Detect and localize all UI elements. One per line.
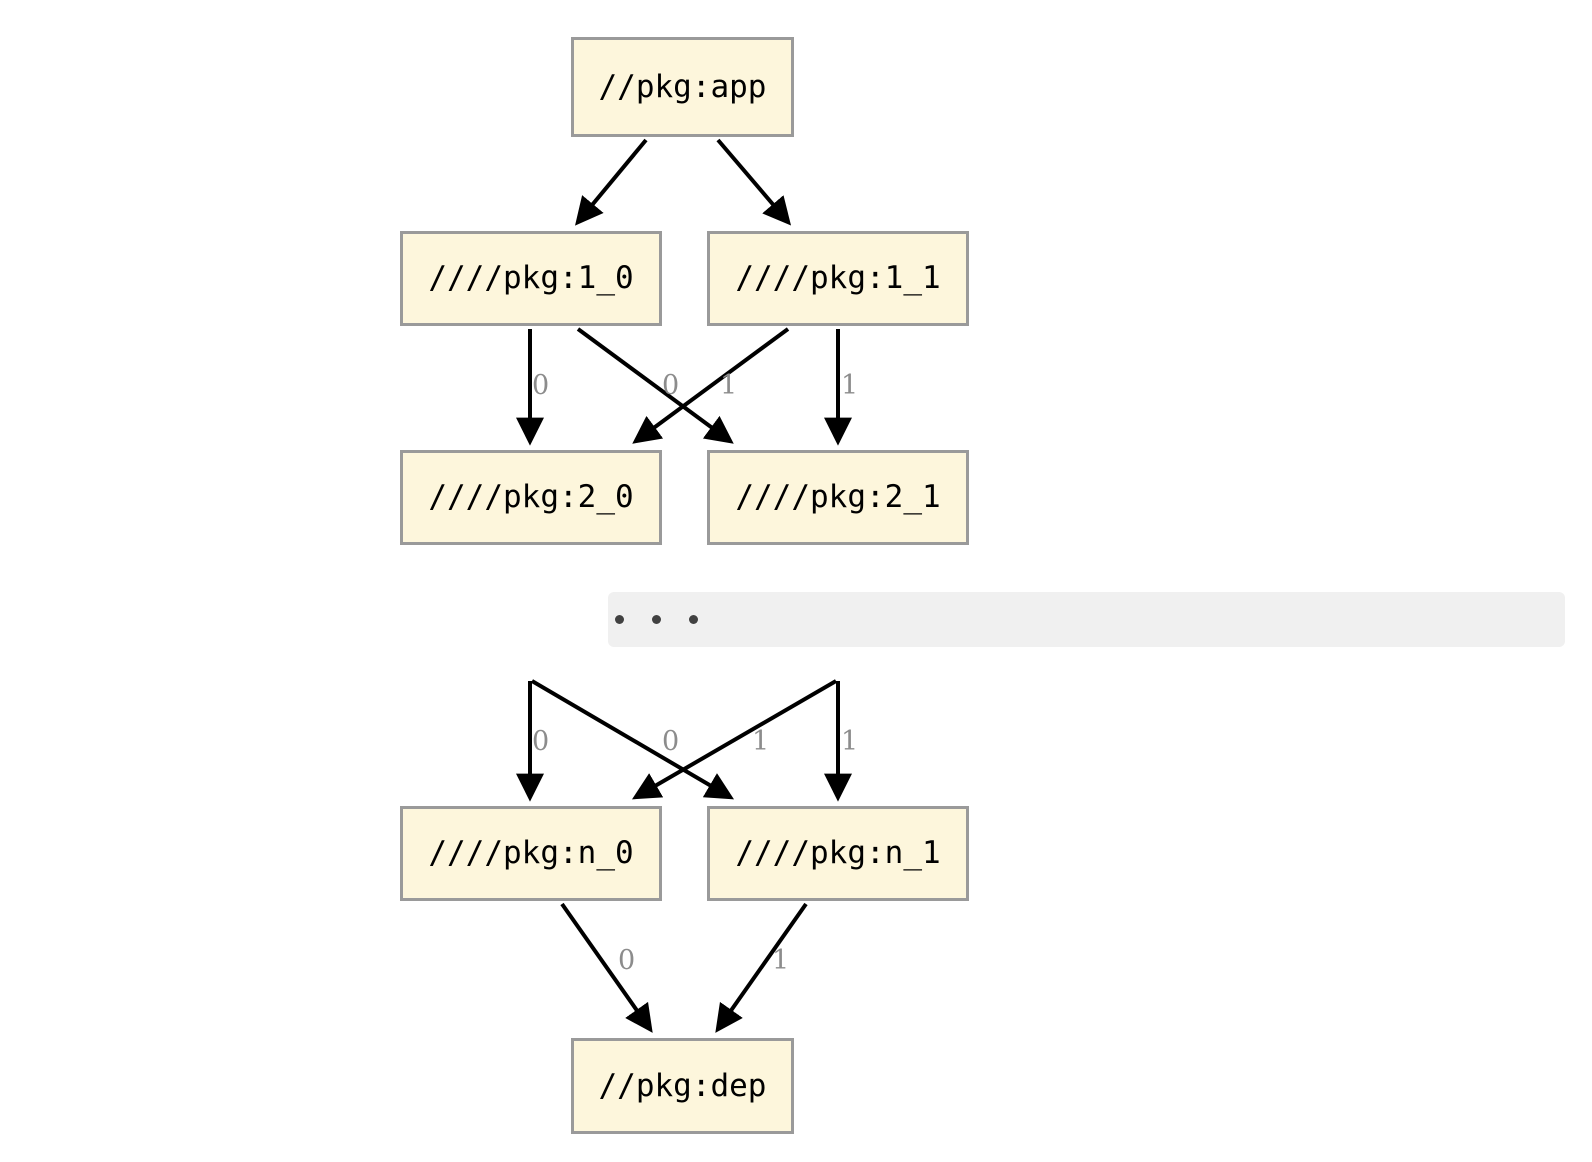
elision-dot-1 [615,615,624,624]
edge-label-n_0-dep: 0 [618,945,636,976]
edge-label-elided-n_0-b: 1 [752,726,770,757]
node-label: ////pkg:2_0 [428,479,634,515]
node-pkg-2_1[interactable]: ////pkg:2_1 [707,450,969,545]
elision-dot-2 [652,615,661,624]
edge-label-n_1-dep: 1 [772,945,790,976]
edge-label-1_0-2_0: 0 [532,370,550,401]
edge-elided-to-n_0-cross [631,679,838,800]
node-label: //pkg:app [598,68,767,105]
node-label: ////pkg:2_1 [735,479,941,515]
edge-n_0-to-dep [560,902,653,1033]
node-pkg-app[interactable]: //pkg:app [571,37,794,137]
elision-dot-3 [689,615,698,624]
node-pkg-2_0[interactable]: ////pkg:2_0 [400,450,662,545]
edge-1_1-to-2_0 [632,327,790,444]
edge-label-elided-n_1-b: 1 [841,726,859,757]
node-label: //pkg:dep [598,1067,767,1104]
node-label: ////pkg:n_1 [735,835,941,871]
edge-label-1_1-2_1: 1 [841,370,859,401]
node-pkg-n_0[interactable]: ////pkg:n_0 [400,806,662,901]
node-pkg-dep[interactable]: //pkg:dep [571,1038,794,1134]
edge-app-to-1_1 [716,138,792,226]
edge-1_0-to-2_1 [576,327,734,444]
node-label: ////pkg:n_0 [428,835,634,871]
node-pkg-1_1[interactable]: ////pkg:1_1 [707,231,969,326]
node-pkg-n_1[interactable]: ////pkg:n_1 [707,806,969,901]
node-pkg-1_0[interactable]: ////pkg:1_0 [400,231,662,326]
elision-band [608,592,1565,647]
edge-app-to-1_0 [575,138,648,226]
edge-elided-to-n_1-cross [530,679,735,800]
edge-label-1_0-2_1: 0 [662,370,680,401]
edge-label-elided-n_1-a: 0 [662,726,680,757]
edge-label-elided-n_0-a: 0 [532,726,550,757]
edge-n_1-to-dep [715,902,808,1033]
edge-label-1_1-2_0: 1 [720,370,738,401]
node-label: ////pkg:1_0 [428,260,634,296]
node-label: ////pkg:1_1 [735,260,941,296]
